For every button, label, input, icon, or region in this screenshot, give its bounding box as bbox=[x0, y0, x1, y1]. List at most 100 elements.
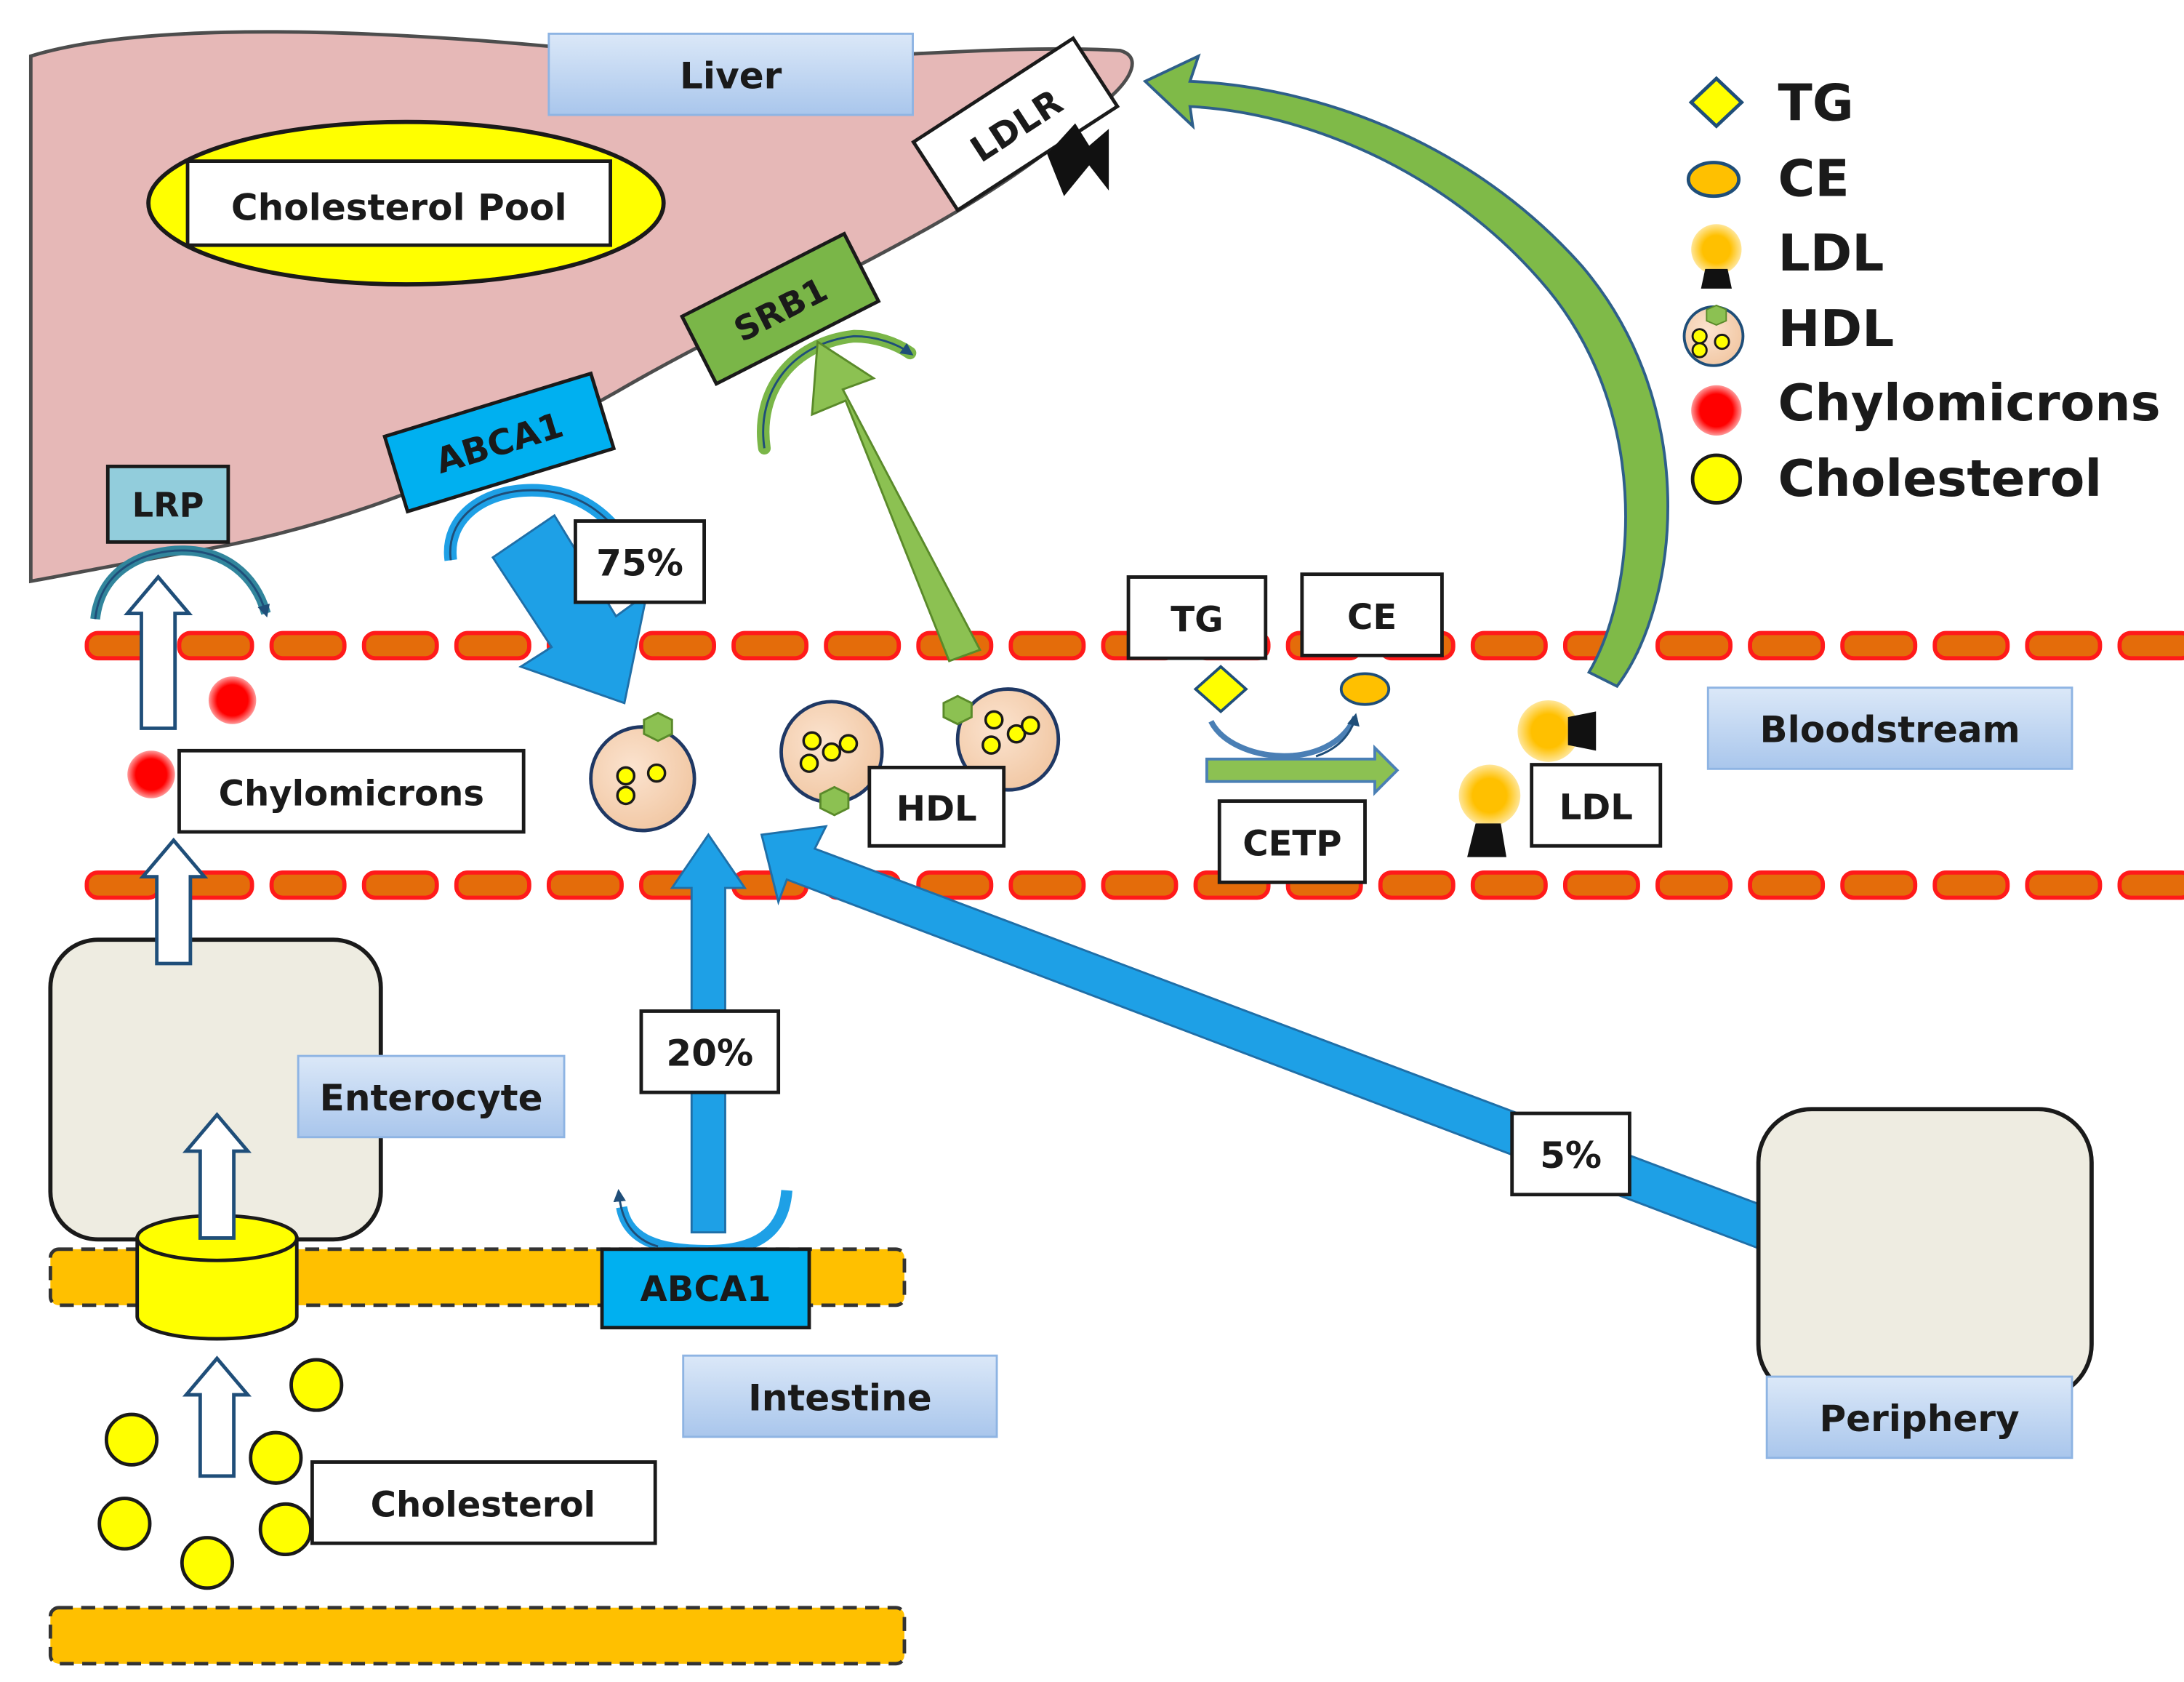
srb1-receptor: SRB1 bbox=[679, 231, 881, 387]
cholesterol-pool: Cholesterol Pool bbox=[146, 119, 666, 287]
percent-20-box: 20% bbox=[639, 1009, 781, 1094]
membrane-dash bbox=[1840, 630, 1918, 661]
membrane-dash bbox=[1748, 870, 1826, 900]
tg-label: TG bbox=[1171, 600, 1223, 641]
tg-label-box: TG bbox=[1126, 575, 1268, 660]
ldl-label-box: LDL bbox=[1530, 763, 1663, 848]
chylomicrons-label-box: Chylomicrons bbox=[177, 748, 526, 834]
bloodstream-label-text: Bloodstream bbox=[1760, 709, 2020, 751]
bloodstream-label: Bloodstream bbox=[1706, 686, 2073, 770]
membrane-dash bbox=[454, 630, 531, 661]
cholesterol-dot bbox=[289, 1358, 344, 1412]
chylomicrons-label: Chylomicrons bbox=[219, 773, 484, 814]
percent-75-box: 75% bbox=[574, 519, 707, 604]
cholesterol-label: Cholesterol bbox=[371, 1485, 595, 1526]
percent-5-label: 5% bbox=[1540, 1134, 1602, 1177]
chylomicron-dot bbox=[127, 750, 175, 798]
ldlr-binding-notch-icon bbox=[1047, 123, 1109, 196]
legend-chylomicrons-label: Chylomicrons bbox=[1778, 375, 2161, 433]
lrp-receptor: LRP bbox=[105, 464, 230, 544]
ce-label-box: CE bbox=[1300, 572, 1444, 657]
cholesterol-dot bbox=[180, 1536, 235, 1590]
upward-transport-arrow bbox=[124, 574, 193, 730]
liver-efflux-75-arrow bbox=[491, 513, 649, 705]
ldl-particle-upper bbox=[1517, 700, 1597, 762]
legend-tg-diamond-icon bbox=[1688, 76, 1745, 129]
abca1-liver-transporter: ABCA1 bbox=[382, 371, 617, 514]
membrane-dash bbox=[361, 630, 439, 661]
cholesterol-dot bbox=[104, 1412, 159, 1467]
hdl-label-box: HDL bbox=[867, 765, 1006, 848]
membrane-dash bbox=[2025, 870, 2103, 900]
periphery-label-text: Periphery bbox=[1819, 1398, 2019, 1440]
cetp-label-box: CETP bbox=[1217, 799, 1367, 884]
ce-ellipse-icon bbox=[1339, 672, 1391, 706]
membrane-dash bbox=[1101, 870, 1179, 900]
cholesterol-dot bbox=[97, 1497, 152, 1551]
upward-transport-arrow bbox=[182, 1112, 252, 1240]
hdl-particle bbox=[779, 700, 884, 817]
hdl-label: HDL bbox=[896, 789, 977, 830]
lrp-label: LRP bbox=[132, 486, 204, 525]
hdl-to-srb1-arrow bbox=[811, 340, 981, 662]
intestine-label: Intestine bbox=[682, 1354, 998, 1438]
hdl-particle bbox=[589, 711, 696, 833]
legend-ldl-particle-icon bbox=[1691, 224, 1742, 289]
ldl-label: LDL bbox=[1559, 788, 1633, 828]
cetp-transfer-arrow bbox=[1205, 744, 1400, 796]
abca1-intestine-transporter: ABCA1 bbox=[600, 1247, 811, 1330]
membrane-dash bbox=[177, 630, 254, 661]
cholesterol-transporter-cylinder bbox=[135, 1214, 299, 1341]
legend: TG CE LDL HDL Chylomicrons Cholesterol bbox=[1682, 75, 2161, 508]
membrane-dash bbox=[1932, 630, 2010, 661]
percent-20-label: 20% bbox=[666, 1033, 753, 1075]
bloodstream-bottom-membrane bbox=[84, 870, 2184, 900]
membrane-dash bbox=[269, 870, 347, 900]
legend-chylomicron-dot-icon bbox=[1691, 385, 1742, 436]
membrane-dash bbox=[269, 630, 347, 661]
ce-label: CE bbox=[1347, 597, 1397, 638]
periphery-cell bbox=[1756, 1107, 2094, 1400]
membrane-dash bbox=[1470, 630, 1548, 661]
membrane-dash bbox=[639, 630, 716, 661]
tg-diamond-icon bbox=[1193, 665, 1248, 713]
membrane-dash bbox=[2117, 870, 2184, 900]
legend-ce-ellipse-icon bbox=[1686, 161, 1741, 199]
membrane-dash bbox=[454, 870, 531, 900]
intestine-label-text: Intestine bbox=[748, 1377, 932, 1419]
liver-label: Liver bbox=[547, 32, 914, 116]
upward-transport-arrow bbox=[139, 837, 209, 966]
membrane-dash bbox=[546, 870, 624, 900]
cholesterol-pool-label: Cholesterol Pool bbox=[231, 186, 567, 228]
membrane-dash bbox=[1470, 870, 1548, 900]
legend-cholesterol-label: Cholesterol bbox=[1778, 450, 2103, 508]
membrane-dash bbox=[1655, 870, 1733, 900]
legend-tg-label: TG bbox=[1778, 75, 1854, 133]
hdl-particle bbox=[942, 687, 1061, 792]
periphery-label: Periphery bbox=[1765, 1375, 2073, 1459]
legend-ce-label: CE bbox=[1778, 151, 1850, 209]
liver-label-text: Liver bbox=[680, 55, 782, 97]
cholesterol-label-box: Cholesterol bbox=[310, 1460, 657, 1545]
membrane-dash bbox=[2025, 630, 2103, 661]
abca1-intestine-label: ABCA1 bbox=[641, 1269, 771, 1310]
membrane-dash bbox=[1008, 630, 1086, 661]
percent-75-label: 75% bbox=[596, 542, 683, 585]
membrane-dash bbox=[1840, 870, 1918, 900]
membrane-dash bbox=[731, 630, 809, 661]
membrane-dash bbox=[824, 630, 902, 661]
membrane-dash bbox=[1562, 870, 1640, 900]
legend-hdl-label: HDL bbox=[1778, 300, 1895, 359]
chylomicron-dot bbox=[208, 676, 257, 724]
ldlr-receptor: LDLR bbox=[911, 36, 1120, 213]
membrane-dash bbox=[1932, 870, 2010, 900]
legend-hdl-particle-icon bbox=[1682, 304, 1745, 367]
legend-ldl-label: LDL bbox=[1778, 225, 1884, 283]
ldl-to-ldlr-arrow bbox=[1142, 53, 1669, 689]
upward-transport-arrow bbox=[182, 1355, 252, 1478]
membrane-dash bbox=[361, 870, 439, 900]
ldl-particle-lower bbox=[1458, 764, 1521, 857]
enterocyte-label: Enterocyte bbox=[297, 1054, 566, 1139]
cholesterol-dot bbox=[249, 1430, 303, 1485]
